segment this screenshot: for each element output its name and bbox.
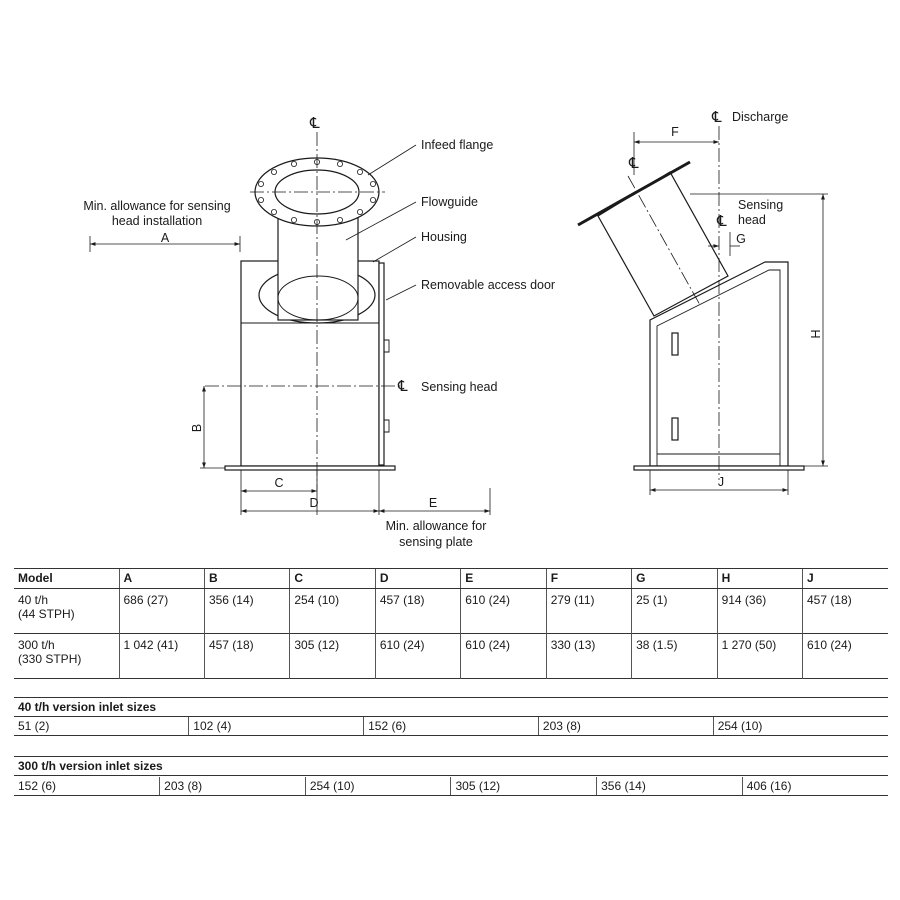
header-model: Model [14, 568, 119, 589]
header-d: D [374, 568, 461, 589]
inlet-sizes-40-table: 51 (2) 102 (4) 152 (6) 203 (8) 254 (10) [14, 717, 888, 736]
inlet-size-cell: 102 (4) [188, 717, 364, 736]
side-view: ℄ Discharge ℄ ℄ Sensing head F G H J [577, 109, 828, 495]
dim-label-e: E [429, 496, 437, 510]
table-row: 40 t/h (44 STPH) 686 (27) 356 (14) 254 (… [14, 588, 888, 634]
inclined-flange [577, 160, 691, 227]
side-sensing-head-centerline-symbol: ℄ [716, 213, 727, 230]
model-capacity: (330 STPH) [18, 652, 82, 666]
sensor-assembly-drawing: ℄ Infeed flange Flowguide Housing Remova… [83, 109, 828, 549]
header-g: G [631, 568, 718, 589]
inlet-size-cell: 406 (16) [741, 777, 888, 796]
inlet-size-cell: 203 (8) [537, 717, 714, 736]
dim-label-a: A [161, 231, 170, 245]
table-row: 152 (6) 203 (8) 254 (10) 305 (12) 356 (1… [14, 777, 888, 796]
inlet-sizes-40-title: 40 t/h version inlet sizes [14, 697, 888, 717]
label-min-allowance-head-1: Min. allowance for sensing [83, 199, 230, 213]
dim-label-j: J [718, 475, 724, 489]
value-cell: 279 (11) [545, 588, 632, 634]
value-cell: 457 (18) [374, 588, 461, 634]
value-cell: 38 (1.5) [631, 633, 718, 679]
dim-label-b: B [190, 424, 204, 432]
header-c: C [289, 568, 376, 589]
base-plate [224, 465, 396, 471]
sensing-head-centerline-symbol: ℄ [397, 378, 408, 395]
dim-label-c: C [274, 476, 283, 490]
header-j: J [802, 568, 888, 589]
inlet-size-cell: 152 (6) [363, 717, 539, 736]
inlet-size-cell: 305 (12) [450, 777, 597, 796]
value-cell: 610 (24) [460, 633, 547, 679]
inlet-size-cell: 254 (10) [304, 777, 451, 796]
value-cell: 254 (10) [289, 588, 376, 634]
model-name: 300 t/h [18, 638, 55, 652]
label-min-allowance-plate-1: Min. allowance for [386, 519, 487, 533]
label-infeed-flange: Infeed flange [421, 138, 493, 152]
label-sensing-head: Sensing head [421, 380, 498, 394]
value-cell: 686 (27) [118, 588, 205, 634]
dim-label-d: D [309, 496, 318, 510]
inlet-sizes-300-table: 152 (6) 203 (8) 254 (10) 305 (12) 356 (1… [14, 777, 888, 796]
value-cell: 610 (24) [802, 633, 888, 679]
table-row: 300 t/h (330 STPH) 1 042 (41) 457 (18) 3… [14, 633, 888, 679]
dim-label-g: G [736, 232, 746, 246]
label-housing: Housing [421, 230, 467, 244]
label-min-allowance-plate-2: sensing plate [399, 535, 473, 549]
label-flowguide: Flowguide [421, 195, 478, 209]
model-cell: 300 t/h (330 STPH) [14, 634, 119, 679]
value-cell: 356 (14) [203, 588, 290, 634]
value-cell: 610 (24) [374, 633, 461, 679]
inlet-size-cell: 152 (6) [14, 777, 160, 796]
dim-label-f: F [671, 125, 679, 139]
inlet-size-cell: 254 (10) [712, 717, 888, 736]
label-min-allowance-head-2: head installation [112, 214, 202, 228]
inlet-size-cell: 203 (8) [159, 777, 306, 796]
label-discharge: Discharge [732, 110, 788, 124]
value-cell: 1 270 (50) [716, 633, 803, 679]
model-name: 40 t/h [18, 593, 49, 607]
inlet-sizes-300-title: 300 t/h version inlet sizes [14, 756, 888, 776]
header-b: B [203, 568, 290, 589]
value-cell: 25 (1) [631, 588, 718, 634]
value-cell: 457 (18) [203, 633, 290, 679]
header-a: A [118, 568, 205, 589]
model-capacity: (44 STPH) [18, 607, 75, 621]
table-header-row: Model A B C D E F G H J [14, 568, 888, 589]
model-cell: 40 t/h (44 STPH) [14, 589, 119, 634]
label-access-door: Removable access door [421, 278, 555, 292]
header-e: E [460, 568, 547, 589]
value-cell: 457 (18) [802, 588, 888, 634]
front-centerline-symbol: ℄ [309, 115, 320, 132]
front-view: ℄ Infeed flange Flowguide Housing Remova… [83, 115, 555, 549]
inlet-size-cell: 356 (14) [596, 777, 743, 796]
inlet-centerline-symbol: ℄ [628, 155, 639, 172]
dimensions-table: Model A B C D E F G H J 40 t/h (44 STPH)… [14, 568, 888, 679]
value-cell: 610 (24) [460, 588, 547, 634]
header-f: F [545, 568, 632, 589]
label-side-sensing-head-1: Sensing [738, 198, 783, 212]
table-row: 51 (2) 102 (4) 152 (6) 203 (8) 254 (10) [14, 717, 888, 736]
header-h: H [716, 568, 803, 589]
label-side-sensing-head-2: head [738, 213, 766, 227]
side-discharge-centerline-symbol: ℄ [711, 109, 722, 126]
value-cell: 330 (13) [545, 633, 632, 679]
access-door [378, 262, 385, 466]
dim-label-h: H [809, 329, 823, 338]
value-cell: 1 042 (41) [118, 633, 205, 679]
value-cell: 305 (12) [289, 633, 376, 679]
value-cell: 914 (36) [716, 588, 803, 634]
inlet-size-cell: 51 (2) [14, 717, 189, 736]
